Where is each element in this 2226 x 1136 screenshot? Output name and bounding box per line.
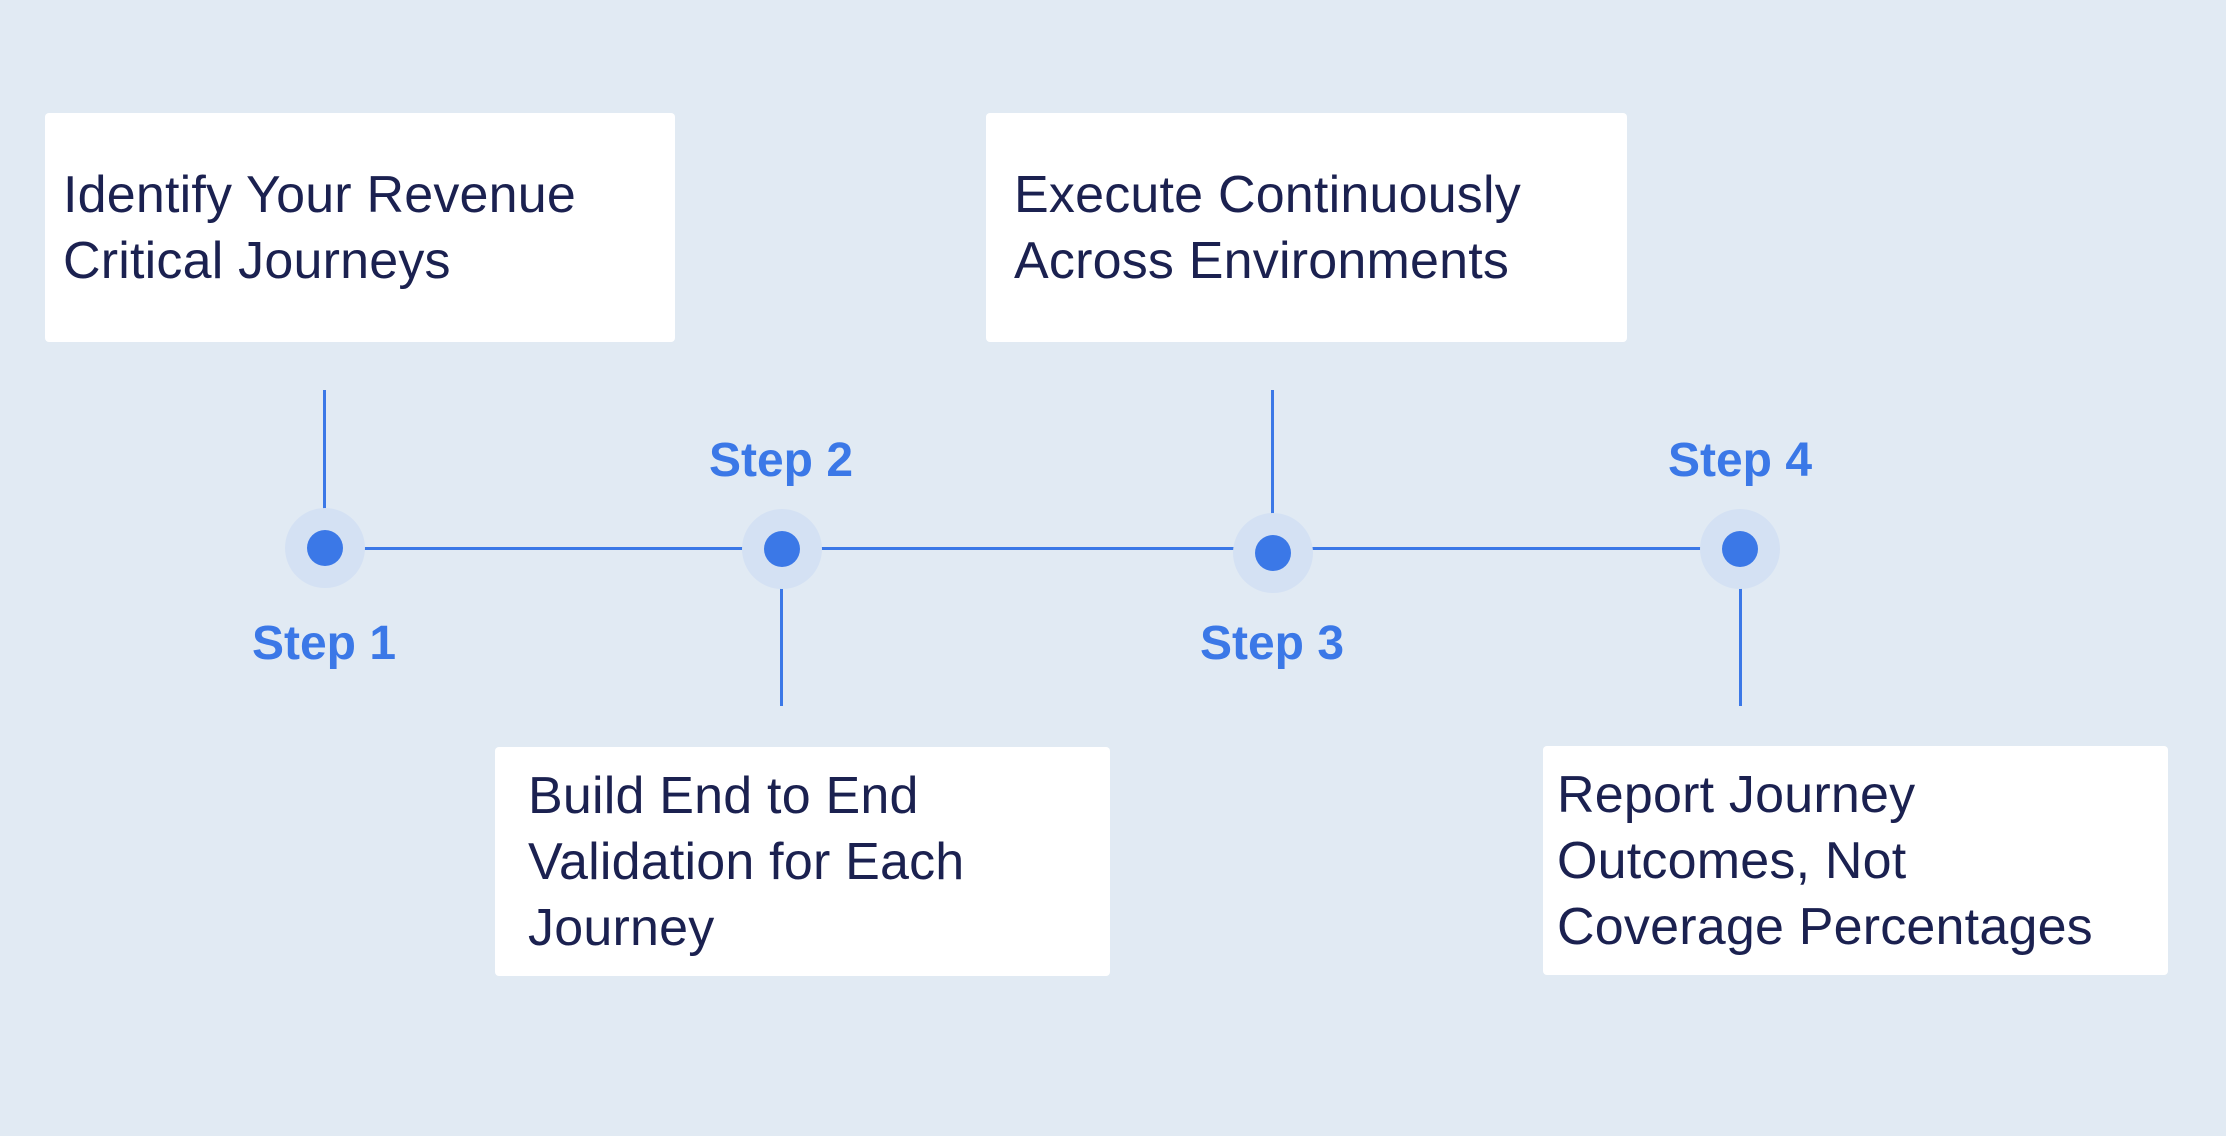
step-4-node (1722, 531, 1758, 567)
step-4-label: Step 4 (1667, 434, 1813, 487)
step-1-connector (323, 390, 326, 548)
timeline-axis (325, 547, 1740, 550)
step-3-node (1255, 535, 1291, 571)
step-2-title: Build End to End Validation for Each Jou… (528, 766, 965, 957)
step-4-card: Report Journey Outcomes, Not Coverage Pe… (1543, 746, 2168, 975)
step-1-label: Step 1 (251, 617, 397, 670)
step-3-card: Execute Continuously Across Environments (986, 113, 1627, 342)
step-3-connector (1271, 390, 1274, 552)
step-2-node (764, 531, 800, 567)
step-2-connector (780, 548, 783, 706)
step-1-card: Identify Your Revenue Critical Journeys (45, 113, 675, 342)
step-1-node (307, 530, 343, 566)
step-3-title: Execute Continuously Across Environments (1014, 165, 1521, 290)
step-4-connector (1739, 548, 1742, 706)
step-3-label: Step 3 (1199, 617, 1345, 670)
step-1-title: Identify Your Revenue Critical Journeys (63, 165, 577, 290)
step-2-label: Step 2 (708, 434, 854, 487)
step-2-card: Build End to End Validation for Each Jou… (495, 747, 1110, 976)
step-4-title: Report Journey Outcomes, Not Coverage Pe… (1557, 765, 2093, 956)
